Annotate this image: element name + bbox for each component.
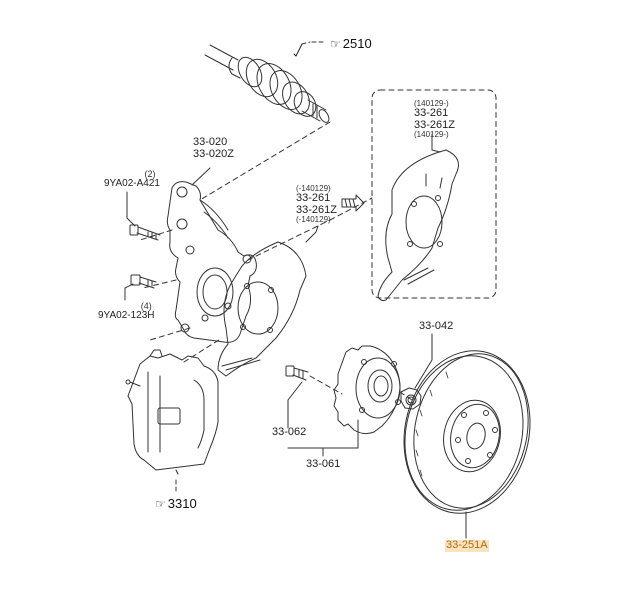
- label-hub-assembly[interactable]: 33-061: [306, 458, 341, 470]
- pointing-hand-icon: ☜: [155, 497, 166, 511]
- date-from-new: (140129-): [414, 99, 449, 108]
- bracket-hub-assembly: [287, 419, 359, 449]
- label-brake-disc[interactable]: 33-251A: [445, 539, 489, 552]
- part-number-knuckle: 33-020: [193, 136, 228, 148]
- ref-arrow-2510: [293, 43, 303, 57]
- hub-bolt: [285, 365, 309, 381]
- leader-bolt-lower: [124, 283, 134, 301]
- label-dust-shield-old[interactable]: (-140129) 33-261 33-261Z (-140129): [296, 184, 337, 225]
- qty-bolt-lower: (4): [140, 301, 152, 311]
- leader-dust-shield-old: [305, 225, 319, 243]
- label-knuckle[interactable]: 33-020 33-020Z: [193, 136, 234, 160]
- leader-hub-nut: [414, 333, 433, 389]
- dashed-line-2510: [301, 41, 327, 45]
- ref-label-2510[interactable]: ☜2510: [330, 36, 372, 51]
- bolt-upper: [129, 224, 161, 241]
- pointing-hand-icon: ☜: [330, 37, 341, 51]
- label-bolt-lower[interactable]: (4) 9YA02-123H: [98, 301, 155, 322]
- dust-shield-new-box: [371, 89, 497, 299]
- leader-hub-bolt: [287, 381, 303, 429]
- qty-bolt-upper: (2): [144, 169, 156, 179]
- drive-shaft-cv-joint: [204, 44, 330, 123]
- axis-line-shaft: [199, 121, 331, 201]
- wheel-hub-assembly: [333, 345, 401, 435]
- part-number-bolt-upper: 9YA02-A421: [104, 178, 160, 190]
- part-number-shield-old-z: 33-261Z: [296, 203, 337, 216]
- label-hub-nut[interactable]: 33-042: [419, 320, 454, 332]
- label-hub-bolt[interactable]: 33-062: [272, 426, 307, 438]
- ref-label-3310[interactable]: ☜3310: [155, 496, 197, 511]
- part-number-shield-new: 33-261: [414, 107, 449, 120]
- part-number-shield-old: 33-261: [296, 192, 331, 205]
- part-number-bolt-lower: 9YA02-123H: [98, 310, 155, 322]
- hatched-arrow-icon: [341, 194, 365, 212]
- dust-shield-new: [377, 149, 459, 301]
- label-bolt-upper[interactable]: (2) 9YA02-A421: [104, 169, 160, 190]
- brake-caliper: [125, 349, 219, 471]
- dust-shield-old: [217, 241, 307, 377]
- leader-dust-shield-new: [431, 133, 441, 153]
- steering-knuckle: [166, 181, 257, 343]
- date-from-old: (-140129): [296, 184, 331, 193]
- bolt-lower: [130, 274, 157, 289]
- part-number-knuckle-z: 33-020Z: [193, 147, 234, 160]
- leader-bolt-upper: [126, 191, 136, 227]
- label-dust-shield-new[interactable]: (140129-) 33-261 33-261Z (140129-): [414, 99, 455, 140]
- date-to-new: (140129-): [414, 130, 449, 140]
- part-number-shield-new-z: 33-261Z: [414, 118, 455, 131]
- brake-disc: [403, 350, 531, 514]
- date-to-old: (-140129): [296, 215, 331, 225]
- leader-knuckle: [191, 167, 211, 186]
